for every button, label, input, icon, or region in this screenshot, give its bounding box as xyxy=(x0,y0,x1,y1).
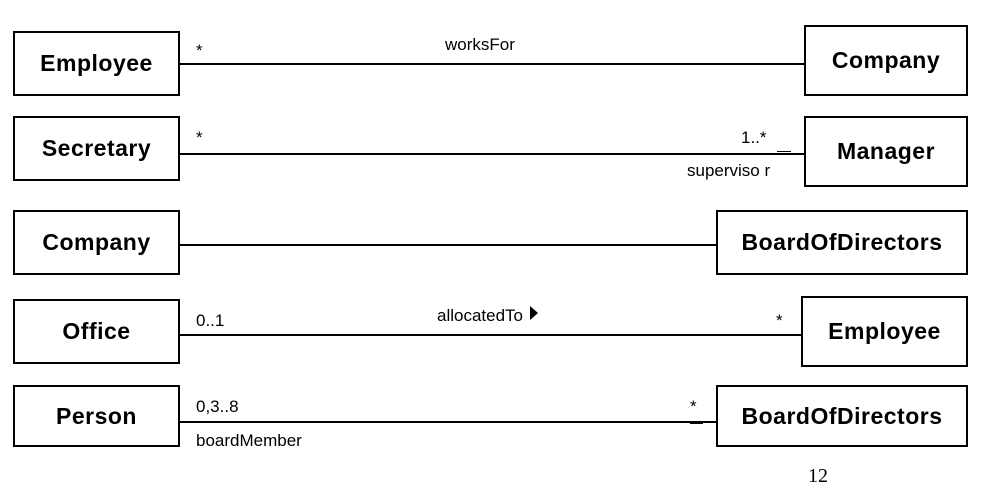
role-name: superviso r xyxy=(687,161,771,180)
class-person: Person xyxy=(13,385,180,447)
class-name: Person xyxy=(56,402,137,429)
class-employee: Employee xyxy=(13,31,180,96)
association-line-supervisor xyxy=(180,153,804,155)
multiplicity-label: * xyxy=(196,41,203,60)
class-name: BoardOfDirectors xyxy=(741,402,943,429)
association-line xyxy=(180,244,716,246)
class-name: Employee xyxy=(40,50,153,76)
association-line-allocatedto xyxy=(180,334,801,336)
tick-mark xyxy=(777,151,791,152)
tick-mark xyxy=(690,423,703,424)
class-secretary: Secretary xyxy=(13,116,180,181)
class-name: Employee xyxy=(828,318,941,344)
direction-triangle-icon xyxy=(530,306,538,320)
class-name: Office xyxy=(62,318,131,344)
class-company: Company xyxy=(13,210,180,275)
class-name: Company xyxy=(42,229,151,255)
class-name: Secretary xyxy=(41,135,152,161)
class-name: Company xyxy=(831,47,941,73)
class-company: Company xyxy=(804,25,968,96)
multiplicity-label: 0..1 xyxy=(196,311,225,330)
association-name: worksFor xyxy=(445,35,515,54)
role-name: boardMember xyxy=(196,431,302,450)
class-office: Office xyxy=(13,299,180,364)
class-boardofdirectors: BoardOfDirectors xyxy=(716,385,968,447)
association-name: allocatedTo xyxy=(437,306,524,325)
class-boardofdirectors: BoardOfDirectors xyxy=(716,210,968,275)
class-name: Manager xyxy=(836,138,936,164)
class-employee: Employee xyxy=(801,296,968,367)
class-name: BoardOfDirectors xyxy=(741,229,943,255)
multiplicity-label: * xyxy=(196,128,203,147)
page-number: 12 xyxy=(808,465,828,487)
class-manager: Manager xyxy=(804,116,968,187)
multiplicity-label: 0,3..8 xyxy=(196,397,239,416)
multiplicity-label: 1..* xyxy=(741,128,767,147)
multiplicity-label: * xyxy=(690,397,697,416)
multiplicity-label: * xyxy=(776,311,783,330)
association-line-boardmember xyxy=(180,421,716,423)
association-line-worksfor xyxy=(180,63,804,65)
